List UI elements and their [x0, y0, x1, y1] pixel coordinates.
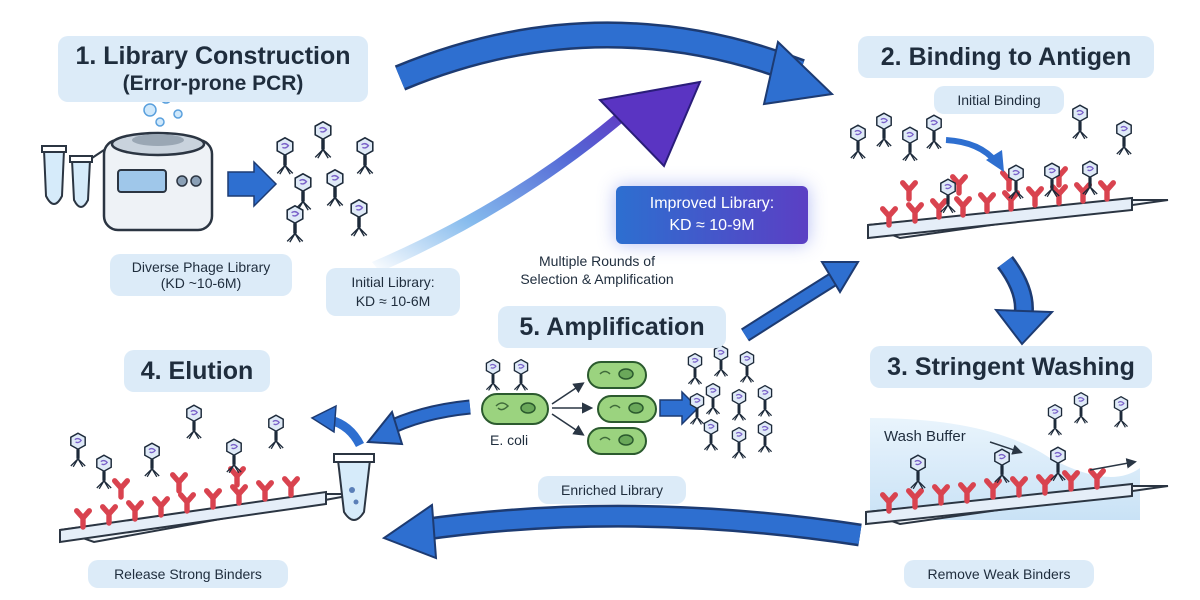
enriched-phage-icons: [687, 344, 773, 460]
phage-library-icons: [276, 120, 374, 244]
enriched-library-label: Enriched Library: [538, 476, 686, 504]
step3-title: 3. Stringent Washing: [870, 346, 1152, 388]
step1-subtitle: (Error-prone PCR): [122, 72, 304, 95]
diverse-library-label: Diverse Phage Library (KD ~10-6M): [110, 254, 292, 296]
initial-library-name: Initial Library:: [351, 274, 435, 290]
sample-tubes-icon: [41, 145, 105, 208]
wash-buffer-label: Wash Buffer: [884, 428, 966, 445]
binding-surface: [867, 169, 1169, 240]
improved-library-kd: KD ≈ 10-9M: [669, 217, 755, 234]
step1-title: 1. Library Construction: [75, 42, 351, 70]
improvement-arrow: [372, 110, 628, 272]
step5-title: 5. Amplification: [498, 306, 726, 348]
dividing-bacteria-icons: [587, 361, 657, 455]
initial-binding-label: Initial Binding: [934, 86, 1064, 114]
step2-title: 2. Binding to Antigen: [858, 36, 1154, 78]
cycle-note: Multiple Rounds of Selection & Amplifica…: [492, 252, 702, 288]
diverse-library-name: Diverse Phage Library: [131, 259, 271, 275]
initial-library-kd: KD ≈ 10-6M: [355, 293, 431, 309]
step1-label: 1. Library Construction (Error-prone PCR…: [58, 36, 368, 102]
elution-surface: [59, 404, 359, 544]
cycle-note-line2: Selection & Amplification: [520, 271, 674, 287]
cycle-note-line1: Multiple Rounds of: [539, 253, 655, 269]
ecoli-icon: [481, 358, 549, 425]
initial-library-label: Initial Library: KD ≈ 10-6M: [326, 268, 460, 316]
diverse-library-kd: (KD ~10-6M): [160, 275, 242, 291]
step4-title: 4. Elution: [124, 350, 270, 392]
wash-panel: [865, 392, 1169, 526]
release-strong-binders-label: Release Strong Binders: [88, 560, 288, 588]
improved-library-name: Improved Library:: [649, 195, 775, 212]
remove-weak-binders-label: Remove Weak Binders: [904, 560, 1094, 588]
elution-tube-icon: [333, 453, 375, 521]
ecoli-label: E. coli: [490, 432, 529, 448]
improved-library-badge: Improved Library: KD ≈ 10-9M: [616, 186, 808, 244]
pcr-machine-icon: [102, 92, 214, 232]
